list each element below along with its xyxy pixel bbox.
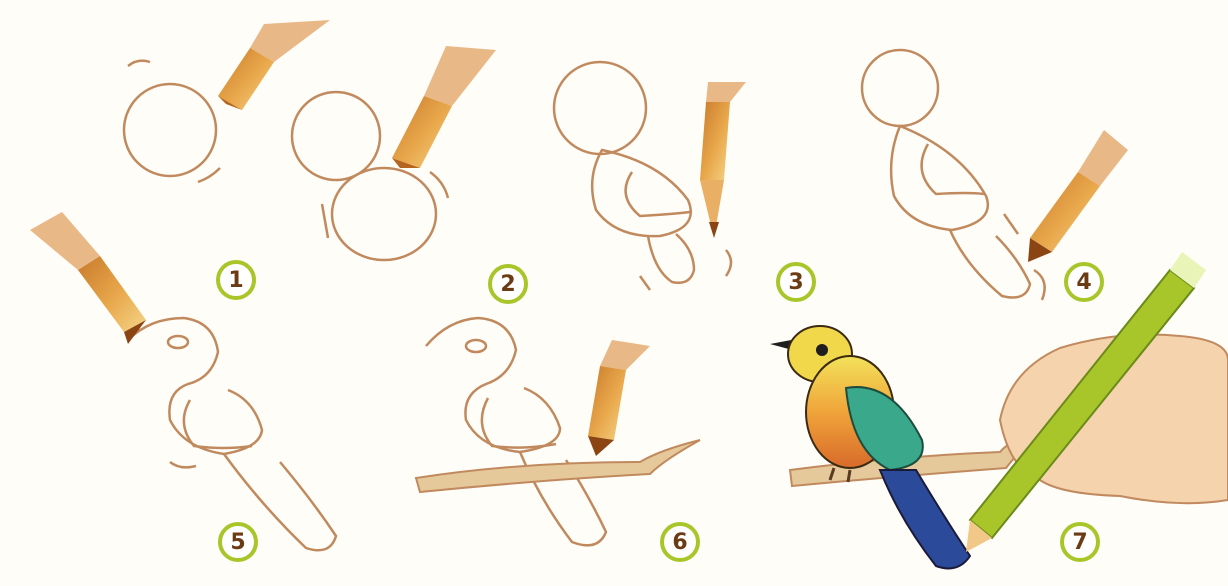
step-number-badge: 4: [1064, 262, 1104, 302]
arrow-icon: [128, 61, 150, 66]
body-outline: [891, 126, 988, 230]
tail-outline: [950, 230, 1030, 298]
wing-outline: [184, 400, 252, 448]
bird-outline: [426, 318, 560, 452]
bird-outline: [128, 318, 262, 454]
arrow-icon: [322, 204, 328, 238]
branch: [416, 440, 700, 492]
step-number-badge: 1: [216, 260, 256, 300]
step-number-badge: 7: [1060, 522, 1100, 562]
step-4-drawing: [862, 50, 1045, 300]
eye-outline: [168, 336, 188, 348]
step-6-drawing: [426, 318, 606, 545]
arrow-icon: [1004, 214, 1018, 234]
head-circle: [292, 92, 380, 180]
arrow-icon: [198, 168, 220, 182]
pencil-icon: [700, 82, 746, 238]
arrow-icon: [726, 250, 731, 276]
tail-outline: [648, 234, 694, 283]
step-number-badge: 2: [488, 264, 528, 304]
body-oval: [332, 168, 436, 260]
pencil-icon: [392, 46, 496, 168]
eye-outline: [466, 340, 486, 352]
wing-outline: [626, 172, 690, 216]
arrow-icon: [640, 276, 650, 290]
pencil-icon: [218, 20, 330, 110]
step-number-badge: 5: [218, 522, 258, 562]
pencil-icon: [588, 340, 650, 456]
pencil-icon: [1028, 130, 1128, 262]
step-number-badge: 3: [776, 262, 816, 302]
pencil-icon: [30, 212, 146, 344]
arrow-icon: [1034, 270, 1045, 300]
wing-outline: [922, 144, 984, 194]
foot-outline: [170, 462, 196, 467]
wing-outline: [482, 398, 556, 448]
step-5-drawing: [128, 318, 336, 550]
body-outline: [592, 150, 691, 236]
head-circle: [554, 62, 646, 154]
step-1-drawing: [124, 61, 220, 182]
head-circle: [124, 84, 216, 176]
head-circle: [862, 50, 938, 126]
step-number-badge: 6: [660, 522, 700, 562]
colored-bird: [770, 326, 970, 568]
arrow-icon: [430, 172, 448, 198]
